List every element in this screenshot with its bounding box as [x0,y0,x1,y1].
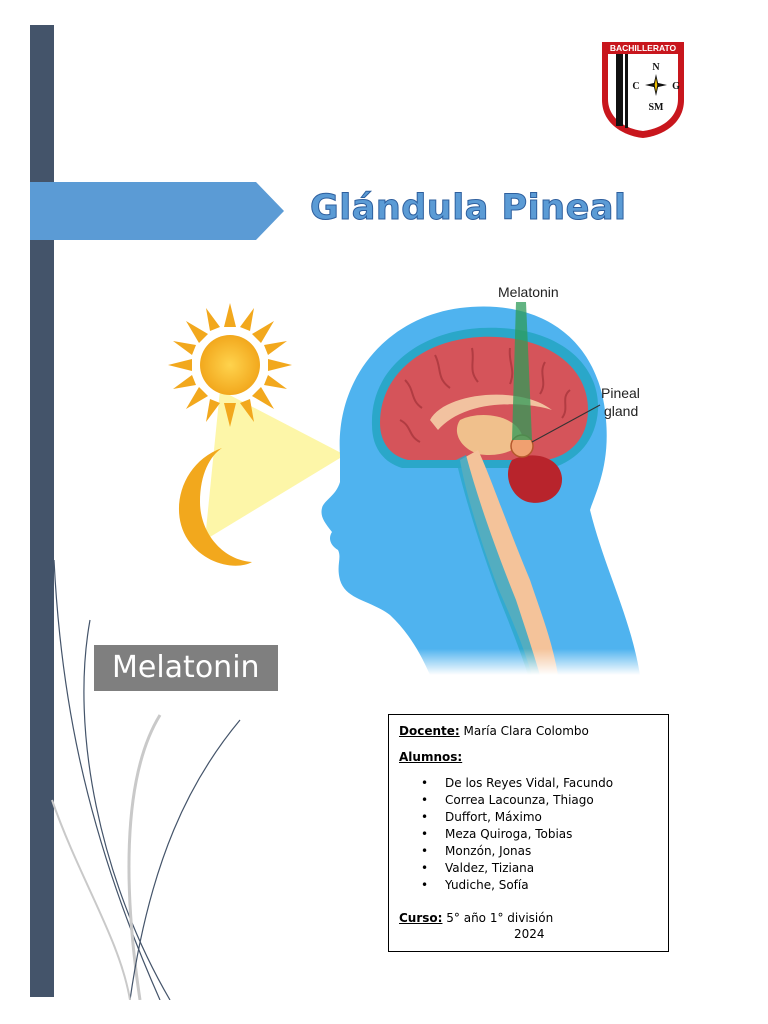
moon-icon [178,448,252,566]
list-item: Duffort, Máximo [399,809,658,826]
logo-letter-sm: SM [649,102,665,113]
melatonin-caption: Melatonin [94,645,278,691]
alumnos-label: Alumnos: [399,750,463,764]
curso-label: Curso: [399,911,443,925]
students-list: De los Reyes Vidal, Facundo Correa Lacou… [399,775,658,894]
alumnos-row: Alumnos: [399,749,658,765]
pineal-illustration: Melatonin Pineal gland [160,284,650,675]
label-gland: gland [604,403,638,419]
label-pineal: Pineal [601,385,640,401]
list-item: De los Reyes Vidal, Facundo [399,775,658,792]
cerebellum [507,455,563,503]
list-item: Yudiche, Sofía [399,877,658,894]
docente-row: Docente: María Clara Colombo [399,723,658,739]
year-value: 2024 [514,927,545,941]
logo-letter-g: G [672,81,680,92]
docente-name: María Clara Colombo [459,724,589,738]
title-arrow-banner [30,182,284,240]
list-item: Valdez, Tiziana [399,860,658,877]
curso-value: 5° año 1° división [442,911,554,925]
info-box: Docente: María Clara Colombo Alumnos: De… [388,714,669,952]
logo-letter-n: N [652,62,660,73]
school-logo: BACHILLERATO N C G SM [602,42,684,138]
docente-label: Docente: [399,724,460,738]
page-title: Glándula Pineal [309,188,627,229]
label-melatonin: Melatonin [498,284,559,300]
logo-top-text: BACHILLERATO [610,43,677,53]
list-item: Correa Lacounza, Thiago [399,792,658,809]
decorative-curves [51,560,241,1000]
list-item: Meza Quiroga, Tobias [399,826,658,843]
curso-row: Curso: 5° año 1° división [399,910,658,926]
melatonin-beam [512,302,532,440]
logo-letter-c: C [632,81,639,92]
light-beam [205,390,345,540]
list-item: Monzón, Jonas [399,843,658,860]
sun-icon [168,303,292,427]
